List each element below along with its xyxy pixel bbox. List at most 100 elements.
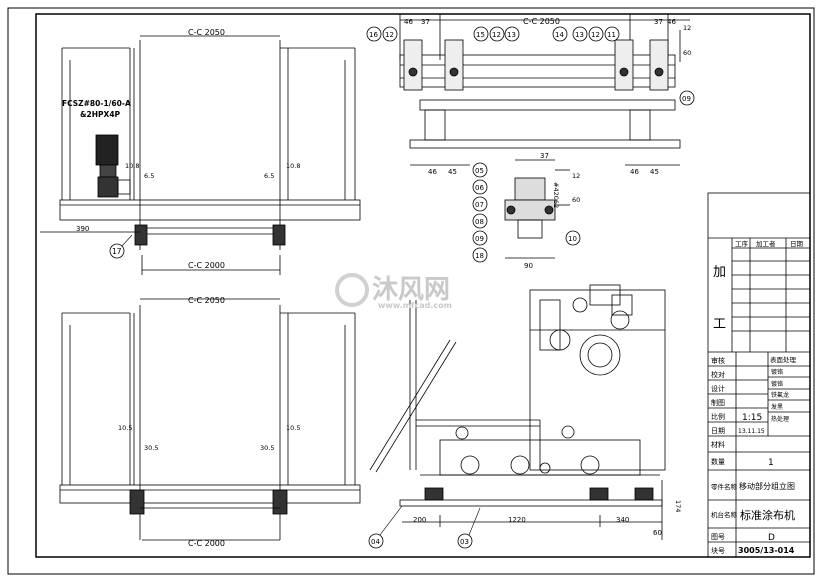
detail-callout-18: 18: [475, 252, 484, 260]
tb-drawing-value: D: [768, 533, 775, 543]
detail-view: [504, 159, 570, 259]
callout-circle: [472, 213, 488, 229]
dim-390: 390: [76, 225, 89, 233]
top-left-center-dim: C-C 2050: [188, 28, 225, 37]
watermark-url: www.mfcad.com: [378, 301, 452, 310]
callout-04-circle: [368, 533, 384, 549]
top-left-bottom-dim: C-C 2000: [188, 261, 225, 270]
tb-process-col: 工序: [735, 239, 749, 248]
tb-part-name-label: 零件名称: [711, 482, 738, 491]
tb-worker-col: 加工者: [756, 239, 776, 248]
detail-callout-10: 10: [568, 235, 577, 243]
callout-circle: [588, 26, 604, 42]
tb-machine-label: 机台名称: [711, 510, 738, 519]
callout-circle: [565, 230, 581, 246]
tb-surface-item: 发黑: [771, 403, 783, 411]
tb-surface-item: 铁氟龙: [771, 391, 789, 399]
tb-part-name-value: 移动部分组立图: [739, 481, 795, 491]
callout-17-leader: [121, 234, 133, 247]
detail-callouts: 05 06 07 08 09 10 18: [472, 162, 581, 263]
plan-dim-37-left: 37: [421, 18, 430, 26]
dim-6-5-left: 6.5: [144, 172, 154, 180]
plan-callout-12c: 12: [591, 31, 600, 39]
detail-dim-12: 12: [572, 172, 580, 180]
plan-callout-09: 09: [682, 95, 691, 103]
plan-callout-12b: 12: [492, 31, 501, 39]
plan-dim-46-right: 46: [667, 18, 676, 26]
tb-quantity-label: 数量: [711, 457, 725, 466]
plan-callout-12a: 12: [385, 31, 394, 39]
detail-callout-05: 05: [475, 167, 484, 175]
watermark: 沐风网 www.mfcad.com: [335, 273, 452, 310]
plan-bottom-46-right: 46: [630, 168, 639, 176]
tb-row-label: 制图: [711, 398, 725, 407]
tb-row-label: 比例: [711, 412, 725, 421]
tb-row-label: 校对: [711, 370, 725, 379]
watermark-logo-icon: [335, 273, 369, 307]
plan-view-top: [399, 14, 690, 166]
tb-date-col: 日期: [790, 240, 804, 248]
tb-machine-value: 标准涂布机: [740, 508, 795, 522]
dim-1220: 1220: [508, 516, 526, 524]
dim-340: 340: [616, 516, 629, 524]
detail-dim-37: 37: [540, 152, 549, 160]
dim-10-8-right: 10.8: [286, 162, 300, 170]
front-view-bottom: [59, 298, 361, 541]
callout-circle: [473, 26, 489, 42]
plan-callout-13b: 13: [575, 31, 584, 39]
callout-circle: [382, 26, 398, 42]
callout-04-leader: [379, 505, 403, 536]
plan-dim-12: 12: [683, 24, 691, 32]
front-view-top: [40, 35, 361, 275]
callout-circle: [489, 26, 505, 42]
dim-10-5-right: 10.5: [286, 424, 300, 432]
detail-callout-09: 09: [475, 235, 484, 243]
tb-scale-value: 1:15: [742, 413, 762, 423]
detail-dim-vert: #42062: [552, 182, 560, 208]
callout-circle: [504, 26, 520, 42]
dim-10-8-left: 10.8: [125, 162, 139, 170]
tb-side-label-1: 加: [713, 265, 726, 280]
callout-circle: [679, 90, 695, 106]
tb-quantity-value: 1: [768, 458, 774, 468]
callout-17: 17: [112, 247, 122, 256]
tb-row-label: 审核: [711, 356, 725, 365]
tb-surface-item: 镀铬: [771, 380, 783, 388]
dim-6-5-right: 6.5: [264, 172, 274, 180]
tb-row-label: 设计: [711, 384, 725, 393]
callout-03-circle: [457, 533, 473, 549]
plan-callouts: 16 12 15 12 13 14 13 12 11 09: [366, 26, 695, 106]
plan-callout-13a: 13: [507, 31, 516, 39]
bottom-left-bottom-dim: C-C 2000: [188, 539, 225, 548]
title-block: [707, 192, 811, 558]
plan-callout-15: 15: [476, 31, 485, 39]
outer-border: [7, 7, 815, 575]
tb-surface-item: 镀铬: [771, 368, 783, 376]
tb-surface-item: 热处理: [771, 415, 789, 423]
callout-circle: [472, 196, 488, 212]
detail-dim-60: 60: [572, 196, 580, 204]
callout-circle: [572, 26, 588, 42]
motor-label-1: FCSZ#80-1/60-A: [62, 99, 131, 108]
tb-date-value: 13.11.15: [738, 428, 765, 435]
callout-circle: [472, 162, 488, 178]
detail-callout-07: 07: [475, 201, 484, 209]
callout-circle: [472, 230, 488, 246]
detail-callout-06: 06: [475, 184, 484, 192]
tb-drawing-label: 图号: [711, 533, 725, 541]
plan-dim-46-left: 46: [404, 18, 413, 26]
detail-dim-90: 90: [524, 262, 533, 270]
tb-side-label-2: 工: [713, 317, 726, 332]
callout-circle: [552, 26, 568, 42]
plan-bottom-46-left: 46: [428, 168, 437, 176]
tb-row-label: 日期: [711, 427, 725, 435]
motor-label-2: &2HPX4P: [80, 110, 121, 119]
plan-dim-60: 60: [683, 49, 691, 57]
tb-material-label: 材料: [711, 440, 725, 449]
detail-callout-08: 08: [475, 218, 484, 226]
dim-200: 200: [413, 516, 426, 524]
bottom-left-center-dim: C-C 2050: [188, 296, 225, 305]
plan-center-dim: C-C 2050: [523, 17, 560, 26]
tb-serial-value: 3005/13-014: [738, 546, 795, 555]
